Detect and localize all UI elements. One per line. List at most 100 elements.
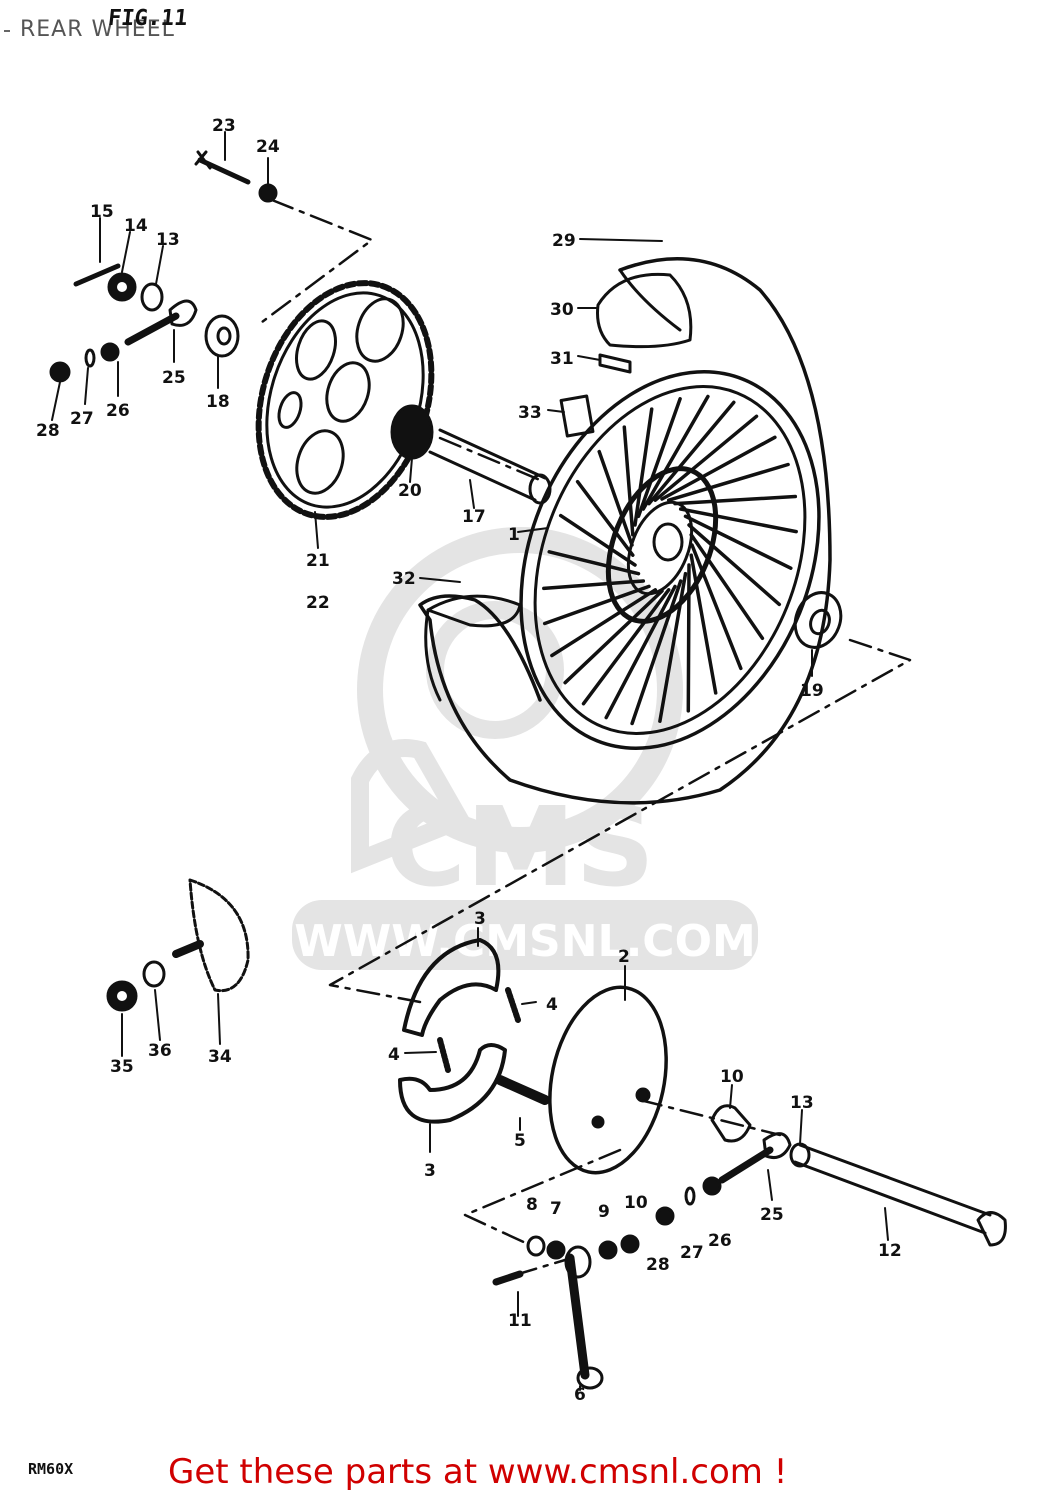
spoke [558, 513, 637, 567]
part-1-rim-spokes [519, 369, 821, 751]
watermark-url-plate [292, 900, 758, 970]
arm-centerline [513, 1258, 567, 1277]
leader-lines [51, 131, 889, 1391]
callout-28-upper: 28 [36, 421, 60, 441]
spoke [622, 425, 635, 537]
part-35-nut [106, 980, 138, 1012]
callout-13-upper: 13 [156, 230, 180, 250]
callout-36: 36 [148, 1041, 172, 1061]
spoke [666, 462, 790, 502]
watermark-mascot-body [351, 739, 473, 874]
part-4-spring-upper [505, 987, 521, 1023]
callout-19: 19 [800, 681, 824, 701]
callout-26-upper: 26 [106, 401, 130, 421]
callout-5: 5 [514, 1131, 526, 1151]
callout-25-upper: 25 [162, 368, 186, 388]
callout-4-upper: 4 [546, 995, 558, 1015]
part-29-tire [418, 257, 832, 805]
callout-27-lower: 27 [680, 1243, 704, 1263]
header-dash [4, 30, 10, 32]
part-33-valve [559, 394, 595, 438]
spoke [690, 543, 743, 671]
spoke [683, 514, 793, 570]
spoke [542, 579, 646, 591]
callout-4-lower: 4 [388, 1045, 400, 1065]
callout-30: 30 [550, 300, 574, 320]
callout-23: 23 [212, 116, 236, 136]
callout-27-upper: 27 [70, 409, 94, 429]
part-14-nut [107, 272, 137, 302]
part-23-bolt [194, 150, 251, 185]
part-24-nut [258, 183, 278, 203]
callout-2: 2 [618, 947, 630, 967]
callout-10-upper: 10 [720, 1067, 744, 1087]
cmsnl-watermark: CMS WWW.CMSNL.COM [292, 527, 758, 970]
part-8-washer [526, 1235, 546, 1257]
callout-35: 35 [110, 1057, 134, 1077]
callout-9: 9 [598, 1202, 610, 1222]
callout-11: 11 [508, 1311, 532, 1331]
lower-centerline [463, 1148, 622, 1247]
callout-33: 33 [518, 403, 542, 423]
callout-31: 31 [550, 349, 574, 369]
brake-axle-centerline [638, 1098, 782, 1137]
part-31-rim-band [598, 353, 632, 374]
page-title: REAR WHEEL [20, 17, 175, 42]
callout-22: 22 [306, 593, 330, 613]
part-4-spring-lower [437, 1037, 451, 1073]
part-20-sprocket-drum [390, 404, 434, 460]
callout-8: 8 [526, 1195, 538, 1215]
part-6-brake-arm [564, 1245, 604, 1390]
centerlines [256, 198, 912, 1277]
spoke [658, 571, 688, 723]
watermark-brand: CMS [385, 783, 654, 911]
callout-labels: 23 24 15 14 13 25 18 26 27 28 20 17 21 2… [36, 116, 902, 1405]
spoke [636, 397, 682, 519]
part-3-brake-shoe-lower [398, 1043, 507, 1124]
callout-13-lower: 13 [790, 1093, 814, 1113]
callout-3-upper: 3 [474, 909, 486, 929]
callout-17: 17 [462, 507, 486, 527]
spoke [575, 479, 635, 557]
part-27-washer-lower [684, 1186, 696, 1206]
spoke [673, 494, 798, 506]
callout-32: 32 [392, 569, 416, 589]
wheel-axle-centerline [328, 638, 912, 1004]
spoke [678, 507, 798, 534]
callout-18: 18 [206, 392, 230, 412]
spoke [647, 400, 736, 506]
part-9-washer [598, 1240, 618, 1260]
watermark-url: WWW.CMSNL.COM [294, 916, 756, 967]
watermark-emblem [357, 527, 683, 853]
part-21-rear-sprocket [255, 280, 435, 520]
callout-21: 21 [306, 551, 330, 571]
spoke-set [542, 394, 798, 726]
callout-26-lower: 26 [708, 1231, 732, 1251]
spoke [653, 414, 759, 502]
callout-28-lower: 28 [646, 1255, 670, 1275]
callout-10-lower: 10 [624, 1193, 648, 1213]
part-7-nut [546, 1240, 566, 1260]
spoke [547, 550, 641, 576]
part-10-collar [710, 1104, 752, 1143]
promo-link[interactable]: Get these parts at www.cmsnl.com ! [168, 1452, 788, 1492]
part-25-chain-adjuster-lower [718, 1132, 792, 1184]
callout-24: 24 [256, 137, 280, 157]
callout-15: 15 [90, 202, 114, 222]
callout-29: 29 [552, 231, 576, 251]
part-26-nut-lower [702, 1176, 722, 1196]
callout-7: 7 [550, 1199, 562, 1219]
part-12-axle [793, 1143, 1007, 1247]
spoke [542, 584, 651, 626]
part-34-hub-cover [172, 878, 250, 993]
spoke [687, 523, 782, 607]
spoke [689, 533, 765, 641]
part-26-nut [100, 342, 120, 362]
spoke [630, 579, 683, 726]
spoke [597, 449, 634, 547]
part-36-washer [142, 960, 166, 988]
part-2-brake-panel [548, 985, 668, 1175]
callout-6: 6 [574, 1385, 586, 1405]
part-25-chain-adjuster [124, 299, 198, 346]
